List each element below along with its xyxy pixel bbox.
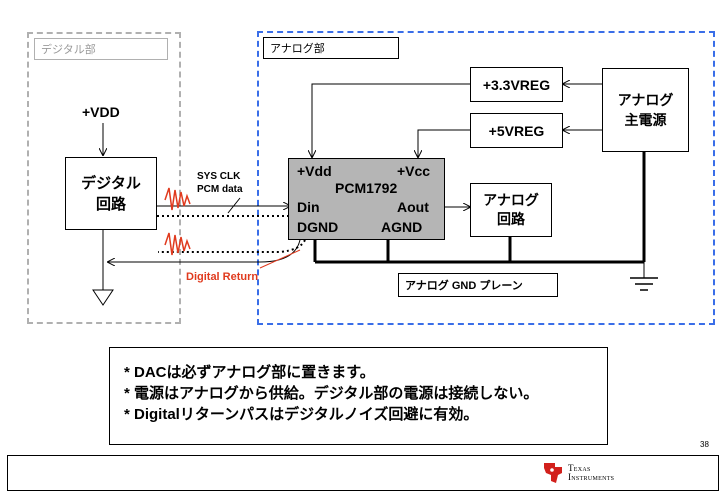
noise-icon-2 — [164, 232, 191, 256]
main-power-line2: 主電源 — [624, 112, 667, 128]
dac-aout-pin: Aout — [397, 199, 429, 215]
reg-5v-box: +5VREG — [470, 113, 563, 148]
note-2: * 電源はアナログから供給。デジタル部の電源は接続しない。 — [124, 385, 539, 402]
dac-dgnd-pin: DGND — [297, 219, 339, 235]
digital-return-leader — [259, 249, 301, 269]
reg33-to-vdd-wire — [312, 83, 470, 157]
analog-circuit-line2: 回路 — [497, 211, 525, 227]
analog-circuit-box: アナログ 回路 — [470, 183, 552, 237]
analog-section-label: アナログ部 — [263, 37, 399, 59]
analog-section-zone — [257, 31, 715, 325]
dac-vcc-pin: +Vcc — [397, 163, 431, 179]
ground-plane-label: アナログ GND プレーン — [398, 273, 558, 297]
dac-vdd-pin: +Vdd — [297, 163, 332, 179]
ti-logo-line2: Instruments — [568, 472, 615, 482]
dac-din-pin: Din — [297, 199, 320, 215]
ti-logo-icon — [544, 463, 562, 483]
note-3: * Digitalリターンパスはデジタルノイズ回避に有効。 — [124, 406, 479, 423]
dac-part-number: PCM1792 — [335, 180, 398, 196]
vdd-label: +VDD — [82, 104, 120, 120]
digital-circuit-line1: デジタル — [81, 174, 141, 192]
digital-section-zone — [27, 32, 181, 324]
footer-bar — [7, 455, 719, 491]
digital-circuit-box: デジタル 回路 — [65, 157, 157, 230]
digital-return-label: Digital Return — [186, 271, 259, 283]
note-1: * DACは必ずアナログ部に置きます。 — [124, 364, 375, 381]
noise-icon-1 — [164, 187, 191, 211]
notes-box: * DACは必ずアナログ部に置きます。 * 電源はアナログから供給。デジタル部の… — [109, 347, 608, 445]
digital-section-label: デジタル部 — [34, 38, 168, 60]
pcm-data-label: PCM data — [197, 184, 243, 195]
ti-logo: Texas Instruments — [541, 461, 614, 485]
page-number: 38 — [700, 440, 709, 449]
reg5-to-vcc-wire — [418, 129, 470, 157]
analog-circuit-line1: アナログ — [483, 192, 539, 208]
digital-ground-symbol — [92, 289, 114, 306]
analog-main-power-box: アナログ 主電源 — [602, 68, 689, 152]
analog-ground-symbol — [630, 277, 658, 291]
reg-3v3-box: +3.3VREG — [470, 67, 563, 102]
main-power-line1: アナログ — [617, 92, 674, 108]
dac-agnd-pin: AGND — [381, 219, 423, 235]
sys-clk-label: SYS CLK — [197, 171, 241, 182]
signal-label-leader — [227, 197, 241, 214]
digital-circuit-line2: 回路 — [95, 195, 126, 213]
ti-logo-line1: Texas — [568, 463, 591, 473]
digital-return-wire — [108, 239, 301, 262]
dac-chip: +Vdd +Vcc PCM1792 Din Aout DGND AGND — [288, 158, 445, 240]
